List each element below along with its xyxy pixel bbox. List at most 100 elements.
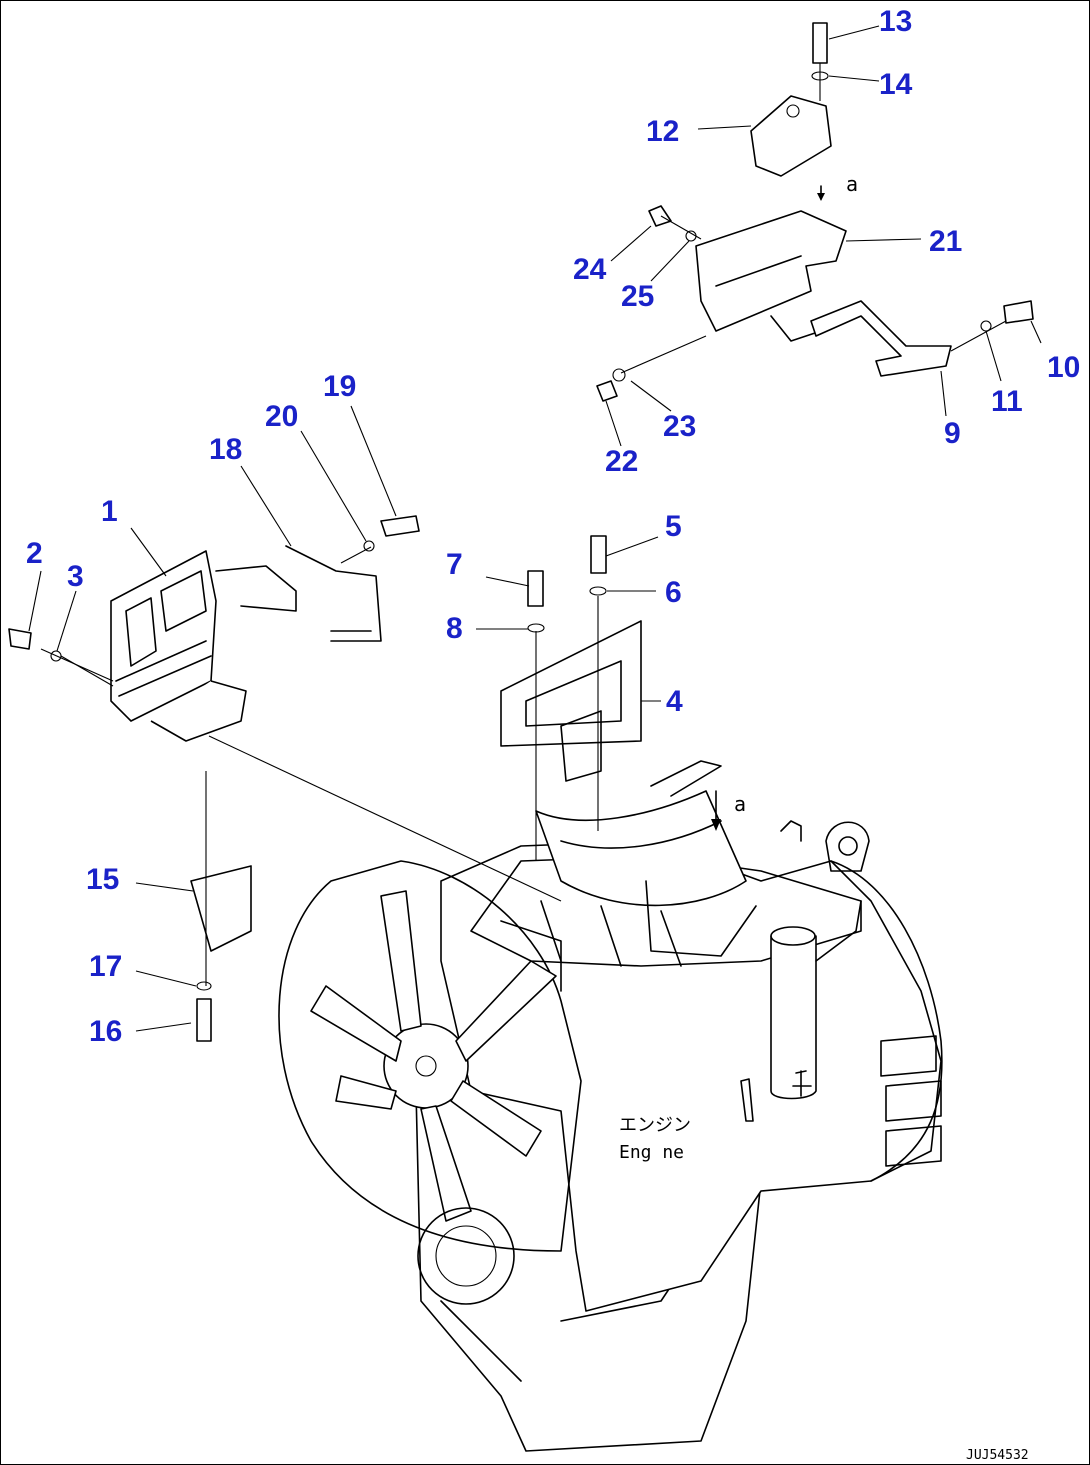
engine-label-en: Eng ne: [619, 1142, 684, 1163]
assembly-line-8: [620, 335, 707, 374]
callout-12: 12: [646, 115, 679, 148]
lifting-eye: [825, 821, 870, 872]
fan-blade-2: [380, 890, 422, 1032]
fan-blade-6: [335, 1075, 397, 1110]
part-13-bolt: [812, 22, 828, 64]
callout-24: 24: [573, 253, 607, 286]
air-duct-seam: [560, 820, 722, 849]
part-1-ribs: [115, 640, 212, 697]
callout-22: 22: [605, 445, 638, 478]
callout-18: 18: [209, 433, 242, 466]
callout-8: 8: [446, 612, 463, 645]
callout-23: 23: [663, 410, 696, 443]
part-4-inner: [525, 660, 622, 727]
callout-11: 11: [991, 385, 1023, 418]
head-rib-1: [540, 900, 562, 962]
part-12-bracket: [750, 95, 832, 177]
part-24-bolt: [648, 205, 672, 227]
fan-blade-5: [420, 1105, 472, 1222]
bracket-tab: [780, 820, 802, 842]
callout-21: 21: [929, 225, 962, 258]
engine-assembly: エンジン Eng ne: [278, 820, 943, 1452]
drawing-code: JUJ54532: [966, 1448, 1029, 1463]
part-16-bolt: [196, 998, 212, 1042]
crank-pulley: [417, 1207, 515, 1305]
part-23-washer: [612, 368, 626, 382]
callout-13: 13: [879, 5, 912, 38]
assembly-line-7: [340, 546, 372, 564]
part-1-flange: [150, 680, 247, 742]
callout-25: 25: [621, 280, 654, 313]
callout-5: 5: [665, 510, 682, 543]
part-17-washer: [196, 981, 212, 991]
part-21-edge: [715, 255, 802, 287]
duct-lower: [645, 880, 757, 957]
air-duct: [535, 790, 747, 907]
part-2-bolt: [8, 628, 32, 650]
housing-boss-2: [885, 1080, 942, 1122]
part-1-window: [160, 570, 207, 632]
flywheel-housing: [830, 860, 943, 1182]
fan-shroud: [278, 860, 582, 1252]
engine-label-jp: エンジン: [619, 1115, 691, 1136]
lifting-eye-hole: [838, 836, 858, 856]
duct-bracket: [650, 760, 722, 797]
callout-9: 9: [944, 417, 961, 450]
part-18-bracket: [285, 545, 382, 642]
assembly-line-6: [60, 655, 114, 687]
bracket-12-assembly: [750, 22, 832, 177]
head-rib-3: [660, 910, 682, 967]
part-7-bolt: [527, 570, 544, 607]
head-rib-4: [500, 920, 562, 992]
block-mark-1: [740, 1078, 754, 1122]
part-5-bolt: [590, 535, 607, 574]
fan-blade-1: [310, 985, 402, 1062]
part-4-tab: [560, 710, 602, 782]
assembly-line-10: [950, 320, 1007, 352]
callout-2: 2: [26, 537, 43, 570]
part-6-washer: [589, 586, 607, 596]
cooling-fan: [310, 890, 557, 1222]
part-21-cover: [695, 210, 847, 332]
part-1-top: [215, 565, 297, 612]
callout-4: 4: [666, 685, 683, 718]
callout-17: 17: [89, 950, 122, 983]
part-22-bolt: [596, 380, 618, 402]
part-12-hole: [786, 104, 800, 118]
part-4-plate: [500, 620, 642, 747]
part-1-grille: [125, 597, 157, 667]
assembly-line-9: [660, 215, 702, 240]
part-9-bracket: [810, 300, 952, 377]
callout-6: 6: [665, 576, 682, 609]
part-19-bolt: [380, 515, 420, 537]
assembly-lines: [40, 63, 1007, 986]
part-25-washer: [685, 230, 697, 242]
view-a-markers: a a: [711, 172, 858, 831]
exhaust-pipe: [770, 935, 817, 1100]
part-15-plate: [190, 865, 252, 952]
callout-14: 14: [879, 68, 913, 101]
view-a-label-duct: a: [734, 792, 746, 816]
callout-1: 1: [101, 495, 118, 528]
callout-10: 10: [1047, 351, 1080, 384]
cover-21-assembly: [596, 205, 1034, 402]
oil-pan-edge: [440, 1300, 522, 1382]
part-8-washer: [527, 623, 545, 633]
callout-19: 19: [323, 370, 356, 403]
callout-7: 7: [446, 548, 463, 581]
callout-20: 20: [265, 400, 298, 433]
callout-15: 15: [86, 863, 119, 896]
housing-boss-1: [880, 1035, 937, 1077]
callout-16: 16: [89, 1015, 122, 1048]
exhaust-pipe-top: [770, 926, 816, 946]
cover-1-assembly: [110, 545, 382, 742]
fan-blade-3: [455, 960, 557, 1062]
callout-numbers: 1 2 3 4 5 6 7 8 9 10 11 12 13 14 15 16 1…: [26, 5, 1080, 1048]
block-mark-2: [792, 1070, 812, 1097]
part-10-bolt: [1003, 300, 1034, 324]
head-rib-2: [600, 905, 622, 967]
callout-3: 3: [67, 560, 84, 593]
part-20-washer: [363, 540, 375, 552]
